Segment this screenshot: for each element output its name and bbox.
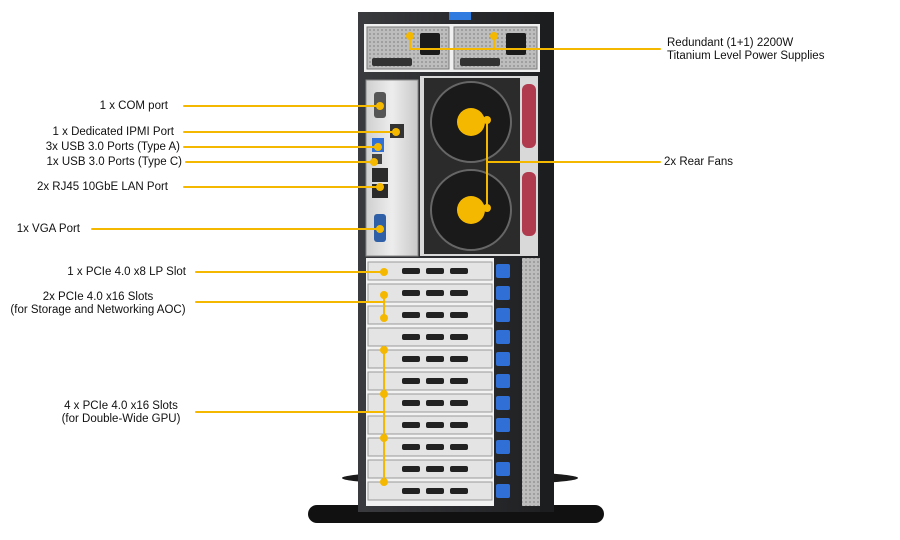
fan-2-handle-icon [522,172,536,236]
label-usb-a: 3x USB 3.0 Ports (Type A) [45,141,180,153]
slot-bracket [367,261,493,281]
slot-bracket [367,459,493,479]
psu-2-socket-icon [506,33,526,55]
callout-dot [380,314,388,322]
callout-dot [380,434,388,442]
callout-dot [483,204,491,212]
slot-bracket [367,327,493,347]
callout-dot [380,268,388,276]
callout-dot [483,116,491,124]
expansion-slot-brackets [367,261,493,501]
psu-1-handle [372,58,412,66]
label-usb-c: 1x USB 3.0 Ports (Type C) [46,156,183,168]
slot-latch-icon [496,374,510,388]
slot-bracket [367,481,493,501]
right-vent-column [522,258,540,506]
top-latch-icon [449,12,471,20]
callout-dot [380,291,388,299]
label-pcie-lp: 1 x PCIe 4.0 x8 LP Slot [67,266,186,278]
slot-latch-icon [496,330,510,344]
usb-c-port-icon [372,154,382,164]
slot-bracket [367,415,493,435]
slot-bracket [367,305,493,325]
slot-latch-icon [496,462,510,476]
slot-latch-icon [496,440,510,454]
gpu-latch-column [496,264,510,498]
callout-lines [91,32,661,486]
fan-1-handle-icon [522,84,536,148]
callout-dot [380,346,388,354]
slot-latch-icon [496,264,510,278]
psu-1-socket-icon [420,33,440,55]
label-pcie-storage: 2x PCIe 4.0 x16 Slots(for Storage and Ne… [10,291,186,316]
slot-bracket [367,437,493,457]
slot-bracket [367,371,493,391]
slot-bracket [367,283,493,303]
lan-port-1-icon [372,168,388,182]
label-vga: 1x VGA Port [16,223,80,235]
label-com-port: 1 x COM port [99,100,168,112]
rear-fan-2 [424,166,520,254]
slot-latch-icon [496,286,510,300]
label-lan: 2x RJ45 10GbE LAN Port [36,181,168,193]
callout-dot [370,158,378,166]
slot-latch-icon [496,352,510,366]
callout-dot [376,102,384,110]
callout-dot [490,32,498,40]
psu-2-handle [460,58,500,66]
callout-dot [380,390,388,398]
rear-fan-1 [424,78,520,166]
slot-latch-icon [496,308,510,322]
slot-bracket [367,393,493,413]
callout-dot [392,128,400,136]
callout-dot [376,183,384,191]
label-pcie-gpu: 4 x PCIe 4.0 x16 Slots(for Double-Wide G… [61,400,181,425]
slot-latch-icon [496,396,510,410]
slot-latch-icon [496,418,510,432]
label-rear-fans: 2x Rear Fans [664,156,734,168]
chassis-side-rail [540,12,554,512]
slot-bracket [367,349,493,369]
callout-dot [380,478,388,486]
callout-dot [376,225,384,233]
callout-dot [374,143,382,151]
label-ipmi-port: 1 x Dedicated IPMI Port [52,126,174,138]
slot-latch-icon [496,484,510,498]
callout-dot [406,32,414,40]
